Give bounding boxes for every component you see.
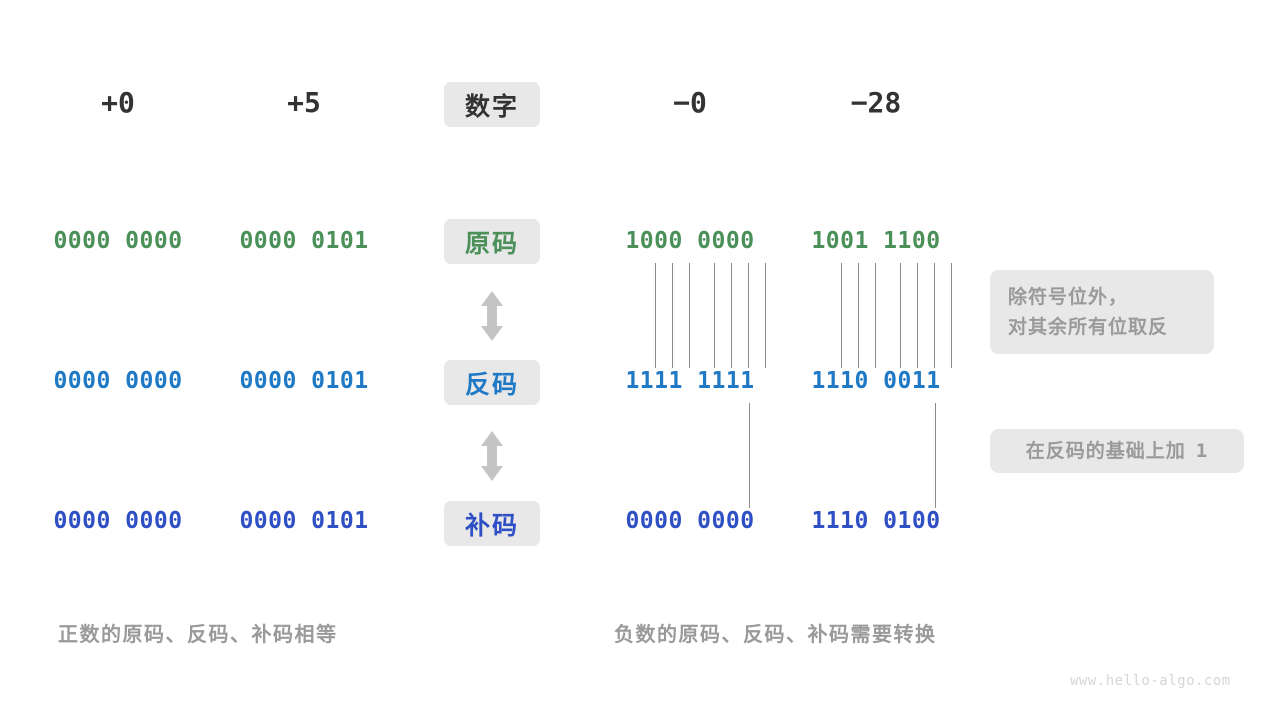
bits-original-minus-zero: 1000 0000 (625, 228, 755, 254)
note-invert-bits-line1: 除符号位外， (1008, 286, 1129, 308)
caption-negative: 负数的原码、反码、补码需要转换 (614, 622, 937, 646)
connector-line-invert-minuszero-b1 (655, 263, 656, 368)
bits-twos-complement-plus-five: 0000 0101 (239, 508, 369, 534)
connector-line-invert-minus28-b5 (917, 263, 918, 368)
connector-line-invert-minuszero-b6 (748, 263, 749, 368)
caption-positive: 正数的原码、反码、补码相等 (58, 622, 338, 646)
connector-line-invert-minus28-b1 (841, 263, 842, 368)
connector-line-invert-minus28-b4 (900, 263, 901, 368)
note-invert-bits-line2: 对其余所有位取反 (1008, 316, 1169, 338)
connector-line-invert-minuszero-b5 (731, 263, 732, 368)
connector-line-invert-minuszero-b7 (765, 263, 766, 368)
bits-twos-complement-minus-zero: 0000 0000 (625, 508, 755, 534)
double-arrow-icon-original-to-ones (476, 290, 508, 346)
connector-line-invert-minuszero-b4 (714, 263, 715, 368)
row-label-ones-complement: 反码 (444, 360, 540, 405)
column-header-minus-twentyeight: −28 (850, 86, 902, 119)
note-add-one-value: 1 (1195, 440, 1209, 462)
connector-line-invert-minus28-b2 (858, 263, 859, 368)
connector-line-addone-minuszero (749, 403, 750, 508)
bits-original-minus-twentyeight: 1001 1100 (811, 228, 941, 254)
row-label-twos-complement: 补码 (444, 501, 540, 546)
bits-twos-complement-plus-zero: 0000 0000 (53, 508, 183, 534)
note-invert-bits: 除符号位外， 对其余所有位取反 (990, 270, 1214, 354)
connector-line-invert-minus28-b3 (875, 263, 876, 368)
bits-ones-complement-plus-zero: 0000 0000 (53, 368, 183, 394)
connector-line-invert-minuszero-b3 (689, 263, 690, 368)
bits-ones-complement-plus-five: 0000 0101 (239, 368, 369, 394)
connector-line-invert-minus28-b6 (934, 263, 935, 368)
row-label-original-code: 原码 (444, 219, 540, 264)
bits-original-plus-five: 0000 0101 (239, 228, 369, 254)
bits-ones-complement-minus-twentyeight: 1110 0011 (811, 368, 941, 394)
bits-twos-complement-minus-twentyeight: 1110 0100 (811, 508, 941, 534)
connector-line-addone-minus28 (935, 403, 936, 508)
connector-line-invert-minus28-b7 (951, 263, 952, 368)
double-arrow-icon-ones-to-twos (476, 430, 508, 486)
connector-line-invert-minuszero-b2 (672, 263, 673, 368)
bits-ones-complement-minus-zero: 1111 1111 (625, 368, 755, 394)
note-add-one-text: 在反码的基础上加 (1025, 440, 1186, 462)
column-header-plus-zero: +0 (101, 86, 135, 119)
note-add-one: 在反码的基础上加 1 (990, 429, 1244, 473)
row-label-number: 数字 (444, 82, 540, 127)
column-header-plus-five: +5 (287, 86, 321, 119)
watermark: www.hello-algo.com (1070, 673, 1231, 689)
column-header-minus-zero: −0 (673, 86, 707, 119)
bits-original-plus-zero: 0000 0000 (53, 228, 183, 254)
